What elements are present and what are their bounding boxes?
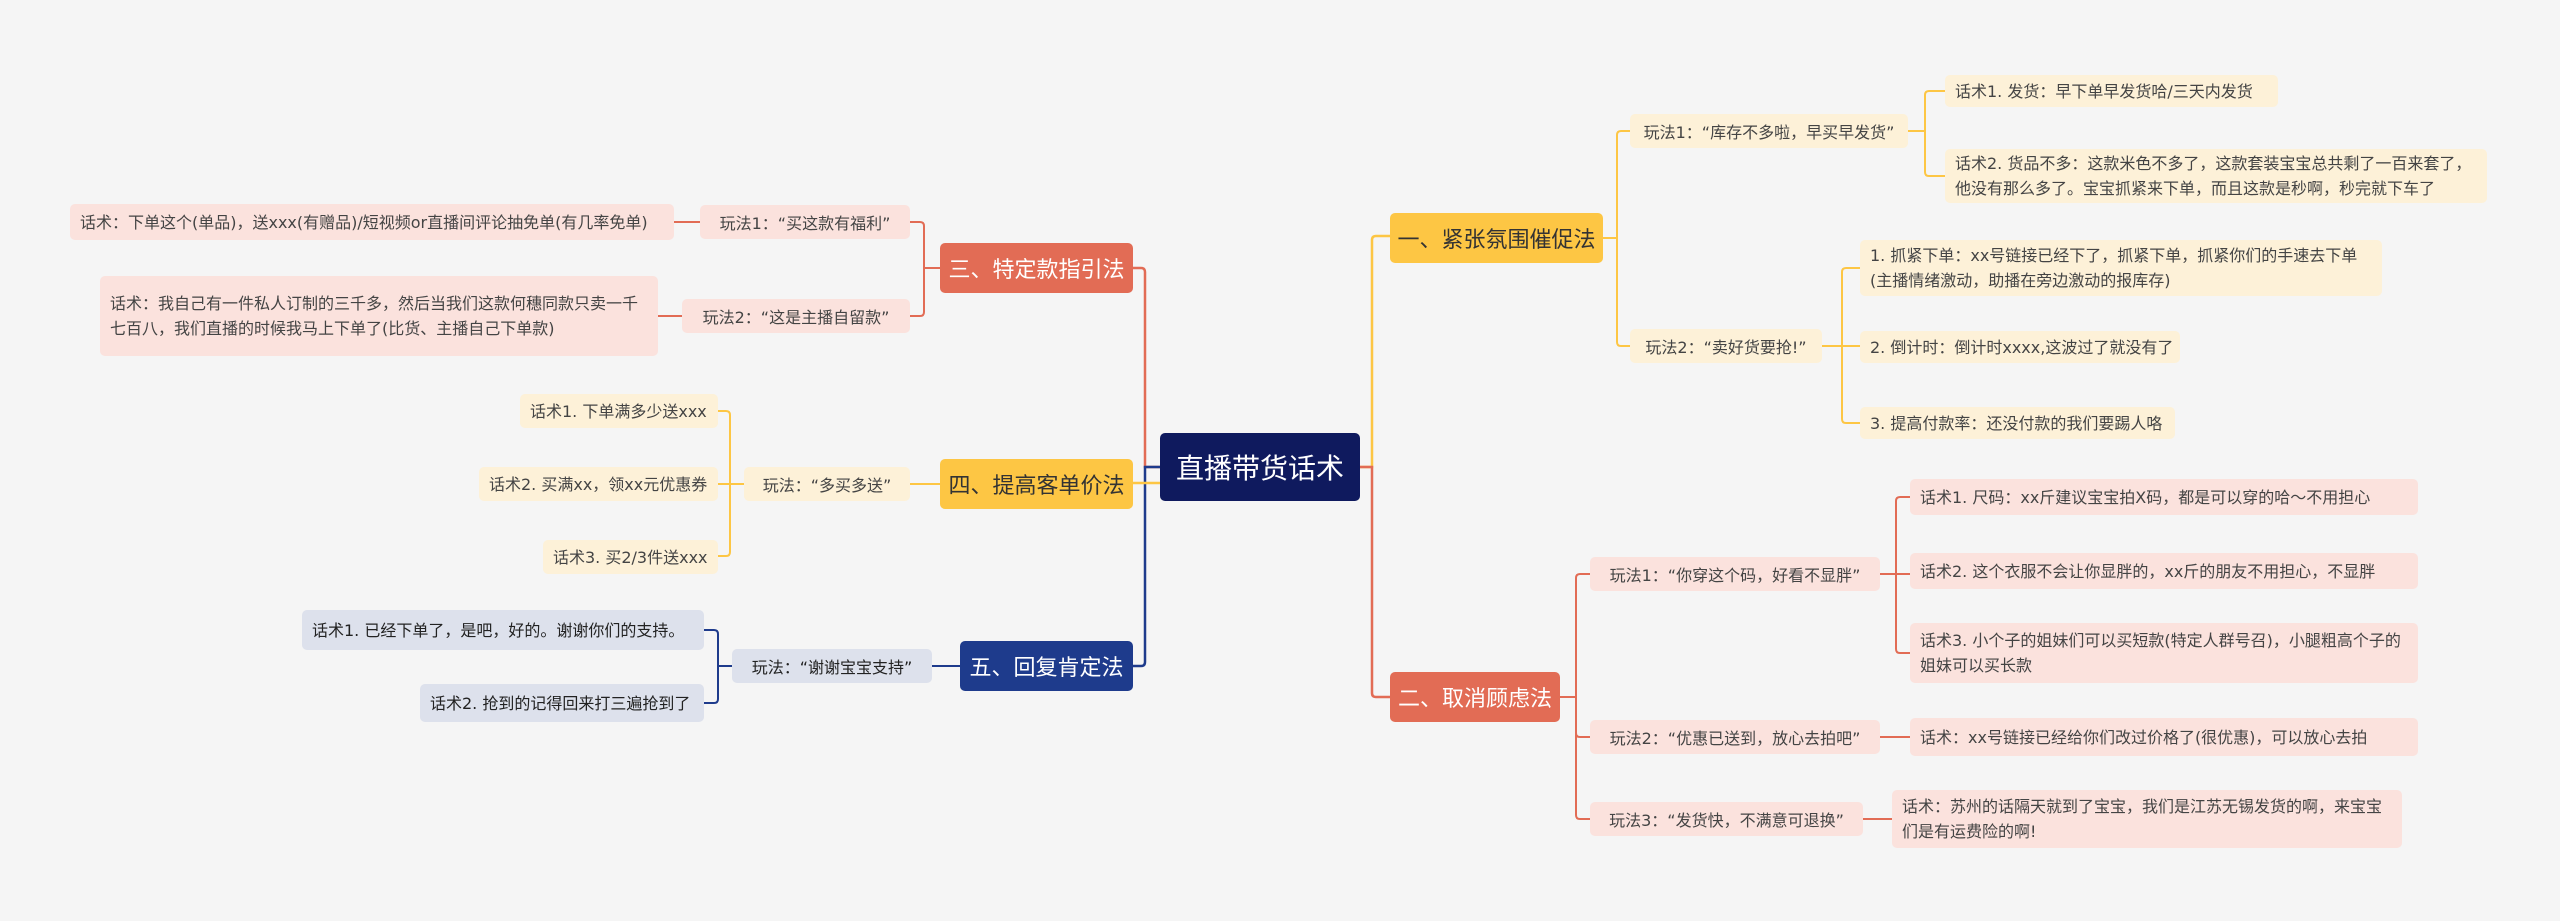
branch-3-topic[interactable]: 三、特定款指引法 (940, 243, 1133, 293)
b1-p1-talk-2[interactable]: 话术2. 货品不多：这款米色不多了，这款套装宝宝总共剩了一百来套了，他没有那么多… (1945, 149, 2487, 203)
b3-play-2[interactable]: 玩法2：“这是主播自留款” (682, 299, 910, 333)
b3-p1-talk-1[interactable]: 话术：下单这个(单品)，送xxx(有赠品)/短视频or直播间评论抽免单(有几率免… (70, 204, 674, 240)
b1-p2-talk-2[interactable]: 2. 倒计时：倒计时xxxx,这波过了就没有了 (1860, 331, 2180, 363)
branch-1-topic[interactable]: 一、紧张氛围催促法 (1390, 213, 1603, 263)
b4-play-1[interactable]: 玩法：“多买多送” (744, 467, 910, 501)
b5-play-1[interactable]: 玩法：“谢谢宝宝支持” (732, 649, 932, 683)
b2-play-3[interactable]: 玩法3：“发货快，不满意可退换” (1590, 802, 1863, 836)
b1-p1-talk-1[interactable]: 话术1. 发货：早下单早发货哈/三天内发货 (1945, 75, 2278, 107)
b2-p1-talk-2[interactable]: 话术2. 这个衣服不会让你显胖的，xx斤的朋友不用担心，不显胖 (1910, 553, 2418, 589)
b2-play-2[interactable]: 玩法2：“优惠已送到，放心去拍吧” (1590, 720, 1880, 754)
b2-p3-talk-1[interactable]: 话术：苏州的话隔天就到了宝宝，我们是江苏无锡发货的啊，来宝宝们是有运费险的啊! (1892, 790, 2402, 848)
b2-p1-talk-3[interactable]: 话术3. 小个子的姐妹们可以买短款(特定人群号召)，小腿粗高个子的姐妹可以买长款 (1910, 623, 2418, 683)
b4-p1-talk-1[interactable]: 话术1. 下单满多少送xxx (520, 394, 718, 428)
branch-2-topic[interactable]: 二、取消顾虑法 (1390, 672, 1560, 722)
b2-p1-talk-1[interactable]: 话术1. 尺码：xx斤建议宝宝拍X码，都是可以穿的哈～不用担心 (1910, 479, 2418, 515)
b5-p1-talk-1[interactable]: 话术1. 已经下单了，是吧，好的。谢谢你们的支持。 (302, 610, 704, 650)
b1-p2-talk-3[interactable]: 3. 提高付款率：还没付款的我们要踢人咯 (1860, 407, 2175, 439)
b2-p2-talk-1[interactable]: 话术：xx号链接已经给你们改过价格了(很优惠)，可以放心去拍 (1910, 718, 2418, 756)
b1-play-1[interactable]: 玩法1：“库存不多啦，早买早发货” (1630, 114, 1908, 148)
branch-5-topic[interactable]: 五、回复肯定法 (960, 641, 1133, 691)
b1-play-2[interactable]: 玩法2：“卖好货要抢!” (1630, 329, 1822, 363)
b4-p1-talk-3[interactable]: 话术3. 买2/3件送xxx (543, 540, 718, 574)
root-topic[interactable]: 直播带货话术 (1160, 433, 1360, 501)
b3-p2-talk-1[interactable]: 话术：我自己有一件私人订制的三千多，然后当我们这款何穗同款只卖一千七百八，我们直… (100, 276, 658, 356)
branch-4-topic[interactable]: 四、提高客单价法 (940, 459, 1133, 509)
b4-p1-talk-2[interactable]: 话术2. 买满xx，领xx元优惠券 (479, 467, 718, 501)
b3-play-1[interactable]: 玩法1：“买这款有福利” (700, 205, 910, 239)
b1-p2-talk-1[interactable]: 1. 抓紧下单：xx号链接已经下了，抓紧下单，抓紧你们的手速去下单(主播情绪激动… (1860, 240, 2382, 296)
b5-p1-talk-2[interactable]: 话术2. 抢到的记得回来打三遍抢到了 (420, 684, 704, 722)
b2-play-1[interactable]: 玩法1：“你穿这个码，好看不显胖” (1590, 557, 1880, 591)
